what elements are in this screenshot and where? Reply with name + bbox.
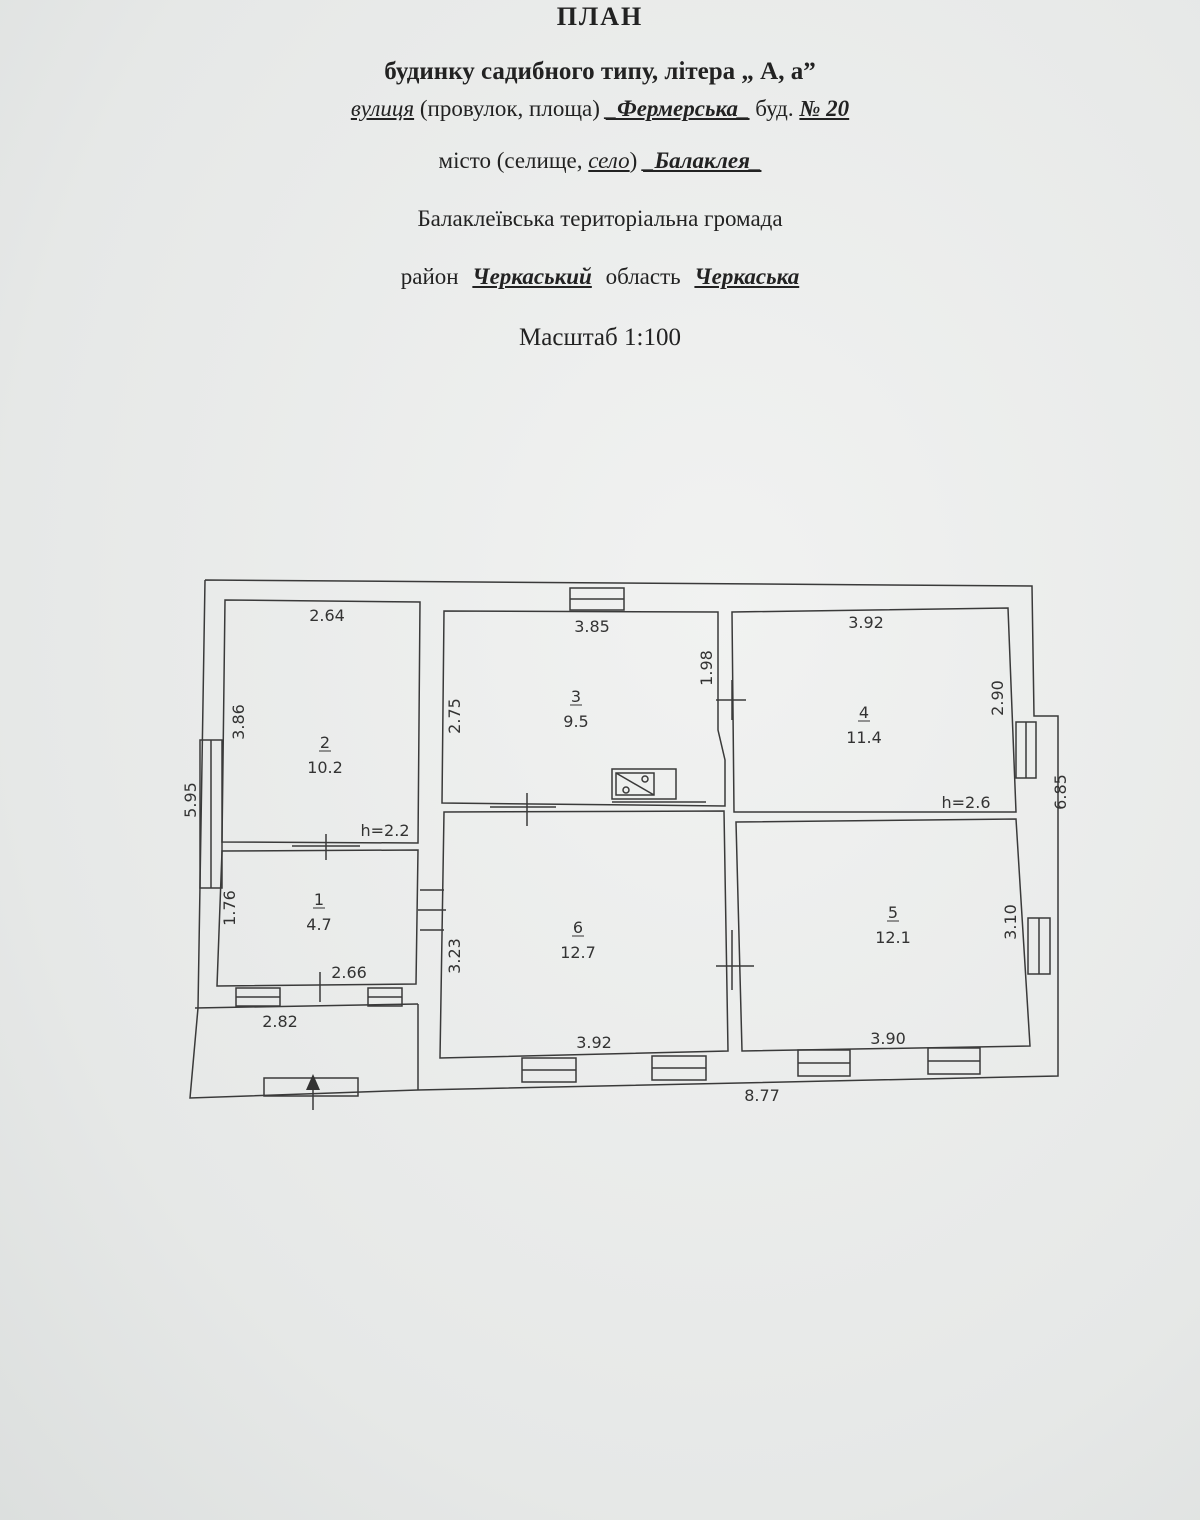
street-line: вулиця (провулок, площа) _Фермерська_ бу… (0, 96, 1200, 122)
room-6-area: 12.7 (560, 943, 596, 962)
street-middle: (провулок, площа) (419, 96, 600, 121)
room-5-area: 12.1 (875, 928, 911, 947)
dim-room2-ceiling: h=2.2 (361, 821, 410, 840)
district-name: Черкаський (472, 264, 592, 289)
outer-wall (189, 579, 1059, 1099)
dim-room1-height: 1.76 (220, 890, 239, 926)
room-4-area: 11.4 (846, 728, 882, 747)
dim-room3-width: 3.85 (574, 617, 610, 636)
room-3-number: 3 (571, 687, 581, 706)
city-village: село (588, 148, 630, 173)
doors (292, 680, 754, 1002)
dim-porch-width: 2.82 (262, 1012, 298, 1031)
room-1-number: 1 (314, 890, 324, 909)
dim-room5-height: 3.10 (1001, 904, 1020, 940)
dim-room4-height: 2.90 (988, 680, 1007, 716)
district-label: район (400, 264, 459, 289)
street-name: _Фермерська_ (605, 96, 750, 121)
room-5-outline (735, 818, 1031, 1052)
dim-room1-width: 2.66 (331, 963, 367, 982)
room-4-number: 4 (859, 703, 869, 722)
scale-line: Масштаб 1:100 (519, 324, 681, 351)
city-prefix: місто (селище, (438, 148, 583, 173)
dim-room3-right: 1.98 (697, 650, 716, 686)
porch-top-wall (194, 1003, 419, 1009)
room-4-outline (731, 607, 1017, 813)
stove-frame (611, 768, 677, 800)
city-suffix: ) (629, 148, 638, 173)
room-6-number: 6 (573, 918, 583, 937)
dim-room3-height: 2.75 (445, 698, 464, 734)
document-title: ПЛАН (556, 2, 644, 31)
community-line: Балаклеївська територіальна громада (417, 206, 783, 231)
room-2-number: 2 (320, 733, 330, 752)
dim-room6-height: 3.23 (445, 938, 464, 974)
room-3-outline (441, 610, 726, 807)
dim-room2-height: 3.86 (229, 704, 248, 740)
dim-right-overall: 6.85 (1051, 774, 1070, 810)
city-name: _Балаклея_ (643, 148, 762, 173)
room-1-area: 4.7 (306, 915, 331, 934)
dim-room4-ceiling: h=2.6 (942, 793, 991, 812)
building-label: буд. (755, 96, 794, 121)
room-5-number: 5 (888, 903, 898, 922)
dim-left-overall: 5.95 (181, 782, 200, 818)
building-number: № 20 (799, 96, 850, 121)
district-line: район Черкаський область Черкаська (0, 264, 1200, 290)
room-1-outline (216, 849, 419, 987)
room-2-area: 10.2 (307, 758, 343, 777)
entrance-arrow-icon (306, 1074, 320, 1090)
street-prefix: вулиця (350, 96, 415, 121)
region-label: область (605, 264, 681, 289)
region-name: Черкаська (694, 264, 800, 289)
dim-room6-width: 3.92 (576, 1033, 612, 1052)
dim-bottom-overall: 8.77 (744, 1086, 780, 1105)
stove-box (615, 772, 655, 796)
windows (199, 587, 1051, 1083)
room-3-area: 9.5 (563, 712, 588, 731)
entrance-step (263, 1077, 359, 1097)
dim-room4-width: 3.92 (848, 613, 884, 632)
room-6-outline (439, 810, 729, 1059)
dim-room2-width: 2.64 (309, 606, 345, 625)
city-line: місто (селище, село) _Балаклея_ (0, 148, 1200, 174)
room-2-outline (221, 599, 421, 844)
dim-room5-width: 3.90 (870, 1029, 906, 1048)
house-type-line: будинку садибного типу, літера „ А, а” (384, 58, 816, 85)
